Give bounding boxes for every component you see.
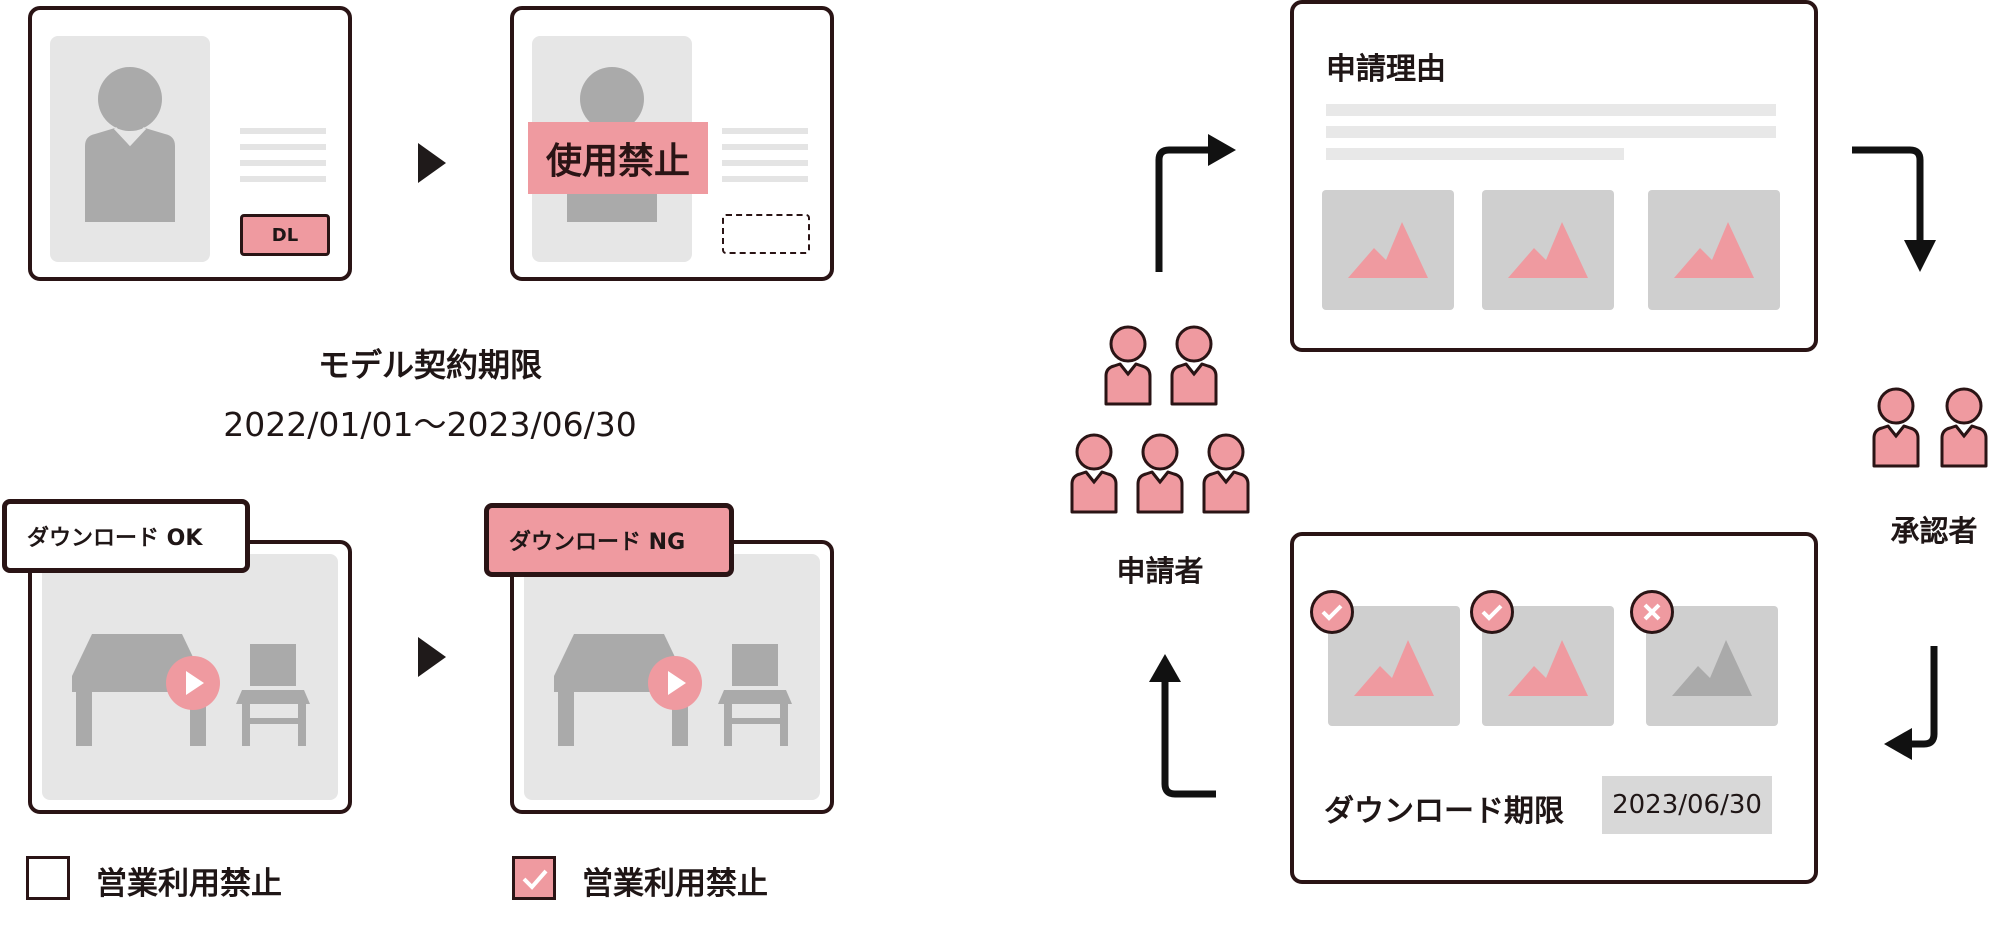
download-ok-label: ダウンロード OK (27, 526, 203, 551)
download-ok-tag: ダウンロード OK (2, 499, 250, 573)
video-card-ng (510, 540, 834, 814)
commercial-use-checkbox-checked[interactable] (512, 856, 556, 900)
download-deadline-value: 2023/06/30 (1602, 776, 1772, 834)
arrow-icon (1852, 146, 1936, 272)
check-icon (1310, 590, 1354, 634)
text-line (240, 128, 326, 134)
video-thumbnail (42, 554, 338, 800)
text-line (240, 160, 326, 166)
deadline-date: 2023/06/30 (1612, 790, 1762, 820)
text-line (240, 144, 326, 150)
check-icon (1470, 590, 1514, 634)
id-card-valid: DL (28, 6, 352, 281)
video-thumbnail (524, 554, 820, 800)
mountain-icon (1354, 640, 1434, 696)
person-icon (85, 67, 175, 222)
download-ng-label: ダウンロード NG (509, 530, 686, 555)
text-line (1326, 148, 1624, 160)
mountain-icon (1674, 222, 1754, 278)
text-line (1326, 104, 1776, 116)
image-thumbnail (1482, 190, 1614, 310)
approvers-icon (1872, 387, 1988, 468)
dl-badge: DL (240, 214, 330, 256)
checkbox-label: 営業利用禁止 (582, 866, 768, 902)
video-card-ok (28, 540, 352, 814)
play-icon (166, 656, 220, 710)
text-line (1326, 126, 1776, 138)
image-thumbnail (1648, 190, 1780, 310)
arrow-icon (1884, 646, 1938, 760)
arrow-icon (418, 637, 446, 677)
play-icon (648, 656, 702, 710)
prohibited-stamp: 使用禁止 (528, 122, 708, 194)
arrow-icon (1155, 134, 1236, 272)
commercial-use-checkbox-unchecked[interactable] (26, 856, 70, 900)
image-thumbnail (1322, 190, 1454, 310)
check-icon (522, 869, 548, 890)
download-deadline-label: ダウンロード期限 (1324, 794, 1564, 829)
text-line (722, 128, 808, 134)
id-card-prohibited: 使用禁止 (510, 6, 834, 281)
mountain-icon (1508, 222, 1588, 278)
furniture-icon (72, 634, 310, 746)
stamp-text: 使用禁止 (545, 141, 690, 182)
checkbox-label: 営業利用禁止 (96, 866, 282, 902)
cross-icon (1630, 590, 1674, 634)
text-line (240, 176, 326, 182)
applicants-icon (1070, 325, 1250, 514)
dl-label: DL (271, 224, 299, 246)
text-line (722, 160, 808, 166)
approval-result-card: ダウンロード期限 2023/06/30 (1290, 532, 1818, 884)
applicant-label: 申請者 (1116, 554, 1204, 588)
empty-badge-slot (722, 214, 810, 254)
mountain-icon (1348, 222, 1428, 278)
contract-period: 2022/01/01〜2023/06/30 (223, 405, 637, 444)
text-line (722, 176, 808, 182)
application-reason-card: 申請理由 (1290, 0, 1818, 352)
image-thumbnail-approved (1328, 606, 1460, 726)
approver-label: 承認者 (1890, 514, 1978, 548)
arrow-icon (418, 143, 446, 183)
contract-title: モデル契約期限 (317, 346, 542, 384)
text-line (722, 144, 808, 150)
mountain-icon (1508, 640, 1588, 696)
profile-photo (50, 36, 210, 262)
download-ng-tag: ダウンロード NG (484, 503, 734, 577)
mountain-icon (1672, 640, 1752, 696)
application-reason-title: 申請理由 (1326, 52, 1446, 87)
arrow-icon (1149, 654, 1216, 798)
